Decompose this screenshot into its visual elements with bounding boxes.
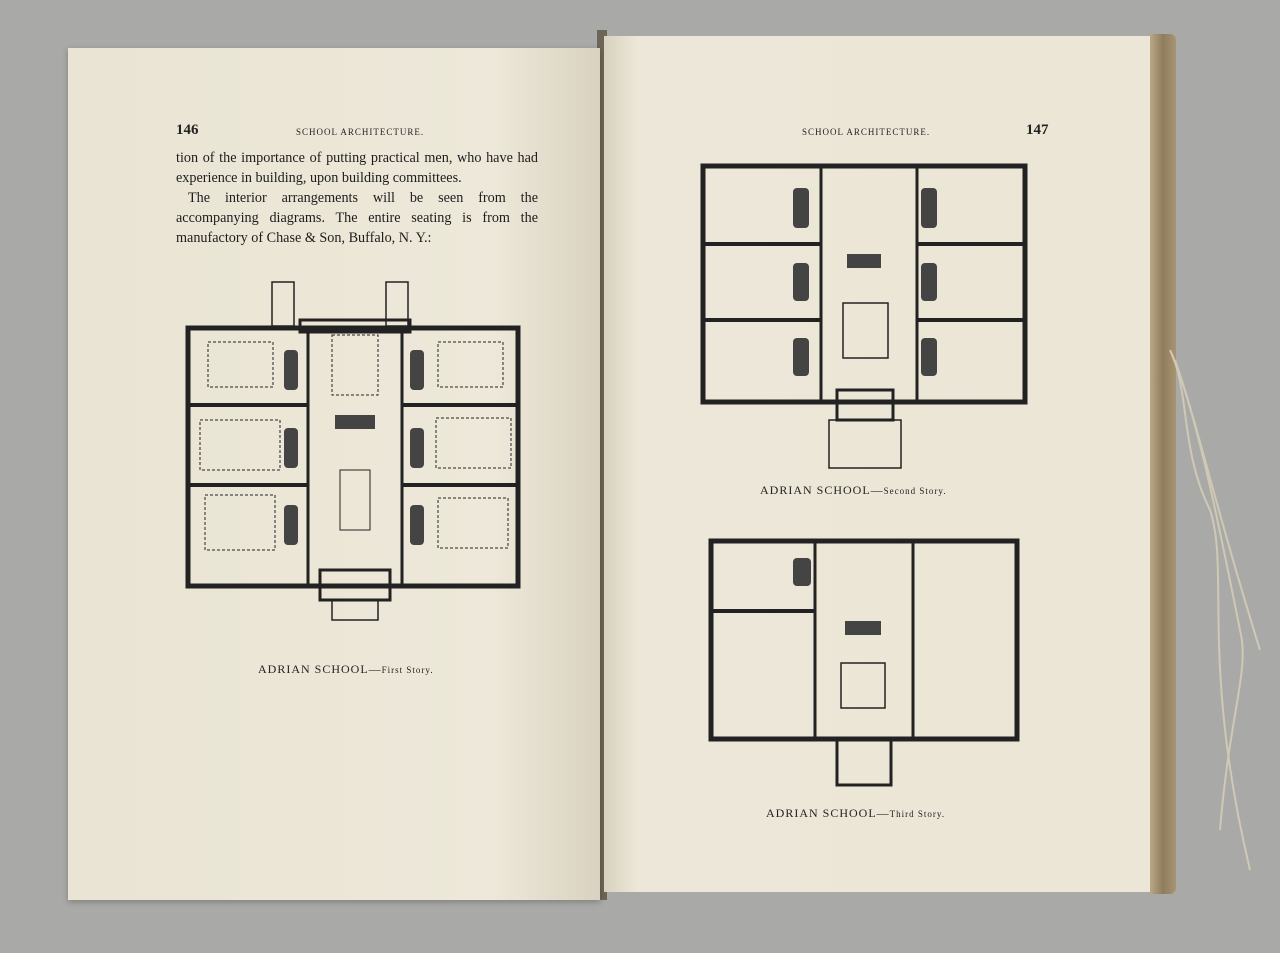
running-head-right: SCHOOL ARCHITECTURE. xyxy=(802,127,931,137)
caption-second-story: ADRIAN SCHOOL—Second Story. xyxy=(760,483,947,498)
body-text: tion of the importance of putting practi… xyxy=(176,148,538,248)
page-number-left: 146 xyxy=(176,122,199,138)
caption-sub: First Story. xyxy=(381,665,434,675)
caption-sub: Third Story. xyxy=(889,809,946,819)
caption-main: ADRIAN SCHOOL— xyxy=(766,806,890,820)
left-page xyxy=(68,48,600,900)
caption-third-story: ADRIAN SCHOOL—Third Story. xyxy=(766,806,945,821)
paragraph: tion of the importance of putting practi… xyxy=(176,150,538,186)
binding-string xyxy=(1169,349,1261,871)
caption-main: ADRIAN SCHOOL— xyxy=(258,662,382,676)
floor-plan-first-story xyxy=(185,281,521,621)
caption-sub: Second Story. xyxy=(883,486,947,496)
book-cover-edge xyxy=(1150,34,1176,894)
running-head-left: SCHOOL ARCHITECTURE. xyxy=(296,127,425,137)
page-number-right: 147 xyxy=(1026,122,1049,138)
caption-main: ADRIAN SCHOOL— xyxy=(760,483,884,497)
book-spine xyxy=(597,30,607,900)
floor-plan-second-story xyxy=(700,163,1028,469)
caption-first-story: ADRIAN SCHOOL—First Story. xyxy=(258,662,434,677)
right-page xyxy=(604,36,1160,892)
floor-plan-third-story xyxy=(708,538,1020,787)
paragraph: The interior arrangements will be seen f… xyxy=(176,190,538,246)
